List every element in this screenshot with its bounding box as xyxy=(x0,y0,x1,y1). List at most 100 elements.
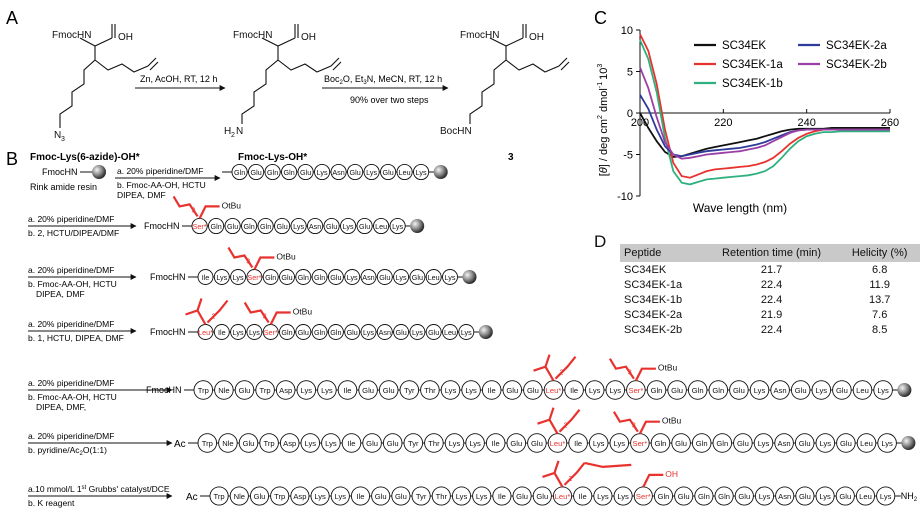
cell-peptide: SC34EK xyxy=(624,263,667,276)
residue-label: Lys xyxy=(366,168,377,177)
residue-circle xyxy=(442,324,458,340)
table-header-row: Peptide Retention time (min) Helicity (%… xyxy=(620,244,920,262)
step-condition-b: b. Fmoc-AA-OH, HCTU xyxy=(28,392,117,402)
residue-label: Leu* xyxy=(555,492,571,501)
residue-label: Gln xyxy=(692,386,704,395)
residue-label: Ile xyxy=(579,492,587,501)
residue-label: Asp xyxy=(293,492,306,501)
residue-label: Gln xyxy=(267,168,278,177)
residue-circle xyxy=(281,163,298,181)
step-condition-a: a. 20% piperidine/DMF xyxy=(28,214,114,224)
residue-circle xyxy=(310,486,330,506)
residue-circle xyxy=(420,380,440,400)
resin-bead xyxy=(462,270,477,284)
residue-circle xyxy=(836,433,856,453)
col-retention: Retention time (min) xyxy=(703,244,840,262)
step-condition-b: b. 1, HCTU, DIPEA, DMF xyxy=(28,333,124,343)
ser-alkene-chain xyxy=(227,246,254,269)
residue-label: Asn xyxy=(362,273,374,282)
residue-circle xyxy=(363,163,380,181)
residue-circle xyxy=(667,380,687,400)
row-fmochn: FmocHN xyxy=(150,272,186,282)
residue-circle xyxy=(835,486,855,506)
residue-circle xyxy=(209,486,229,506)
residue-label: Glu xyxy=(795,386,807,395)
residue-circle xyxy=(371,486,391,506)
step-condition-b-line2: DIPEA, DMF, xyxy=(36,402,86,412)
resin-bead-start xyxy=(92,165,106,179)
residue-label: Glu xyxy=(379,273,390,282)
series-line-sc34ek-1b xyxy=(639,39,890,186)
residue-label: Glu xyxy=(281,273,292,282)
residue-label: Lys xyxy=(293,222,304,231)
legend-label: SC34EK xyxy=(722,40,766,52)
mol1-name: Fmoc-Lys(6-azide)-OH* xyxy=(30,152,140,163)
residue-label: Lys xyxy=(301,386,313,395)
residue-circle xyxy=(259,433,279,453)
residue-circle xyxy=(249,486,270,506)
series-line-sc34ek-2a xyxy=(639,94,890,158)
ser-alkene-chain xyxy=(243,301,270,324)
residue-label: Gln xyxy=(265,273,276,282)
residue-label: Ser* xyxy=(629,386,644,395)
residue-label: Lys xyxy=(325,439,337,448)
residue-label: Lys xyxy=(305,439,317,448)
residue-circle xyxy=(877,433,897,453)
otbu-label: OtBu xyxy=(658,363,678,373)
residue-circle xyxy=(613,486,633,506)
residue-label: Glu xyxy=(678,492,690,501)
residue-circle xyxy=(279,433,300,453)
residue-circle xyxy=(347,163,364,181)
residue-circle xyxy=(295,324,312,340)
residue-label: Gln xyxy=(655,439,667,448)
residue-circle xyxy=(270,486,290,506)
residue-circle xyxy=(492,486,512,506)
leu-side-chain xyxy=(537,407,559,435)
residue-circle xyxy=(674,486,694,506)
residue-circle xyxy=(465,433,485,453)
residue-circle xyxy=(411,486,431,506)
residue-label: Lys xyxy=(396,273,407,282)
col-helicity: Helicity (%) xyxy=(839,244,920,262)
residue-circle xyxy=(362,433,382,453)
residue-label: Ile xyxy=(498,492,506,501)
residue-label: Lys xyxy=(412,328,423,337)
step-condition-b: b. Fmoc-AA-OH, HCTU xyxy=(28,279,117,289)
residue-label: Glu xyxy=(350,168,361,177)
residue-circle xyxy=(573,486,593,506)
residue-label: Glu xyxy=(737,439,749,448)
residue-circle xyxy=(360,269,377,285)
residue-label: Lys xyxy=(820,439,832,448)
ser-side-chain xyxy=(634,367,656,382)
residue-circle xyxy=(238,433,259,453)
residue-circle xyxy=(527,433,547,453)
chart-ylabel: [θ] / deg cm2 dmol-1103 xyxy=(597,64,610,177)
residue-label: Glu xyxy=(227,222,238,231)
residue-label: Lys xyxy=(456,492,468,501)
resin-label: Rink amide resin xyxy=(30,182,97,192)
mol2-n: N xyxy=(236,126,243,137)
cell-helicity: 8.5 xyxy=(872,323,888,336)
otbu-label: OtBu xyxy=(293,307,313,317)
cell-retention: 22.4 xyxy=(760,323,783,336)
mol1-n: N xyxy=(54,130,61,141)
otbu-label: OtBu xyxy=(276,252,296,262)
residue-label: Lys xyxy=(216,273,227,282)
residue-circle xyxy=(712,433,733,453)
residue-label: Lys xyxy=(392,222,403,231)
mol1-n-sub: 3 xyxy=(61,136,65,143)
residue-label: Trp xyxy=(264,439,275,448)
residue-circle xyxy=(650,433,671,453)
residue-circle xyxy=(593,486,613,506)
residue-label: Ile xyxy=(202,273,210,282)
cell-retention: 22.4 xyxy=(760,278,783,291)
residue-label: Nle xyxy=(222,439,233,448)
residue-label: Gln xyxy=(314,328,325,337)
series-line-sc34ek-2b xyxy=(639,66,890,160)
residue-circle xyxy=(523,380,543,400)
residue-label: Glu xyxy=(527,386,539,395)
